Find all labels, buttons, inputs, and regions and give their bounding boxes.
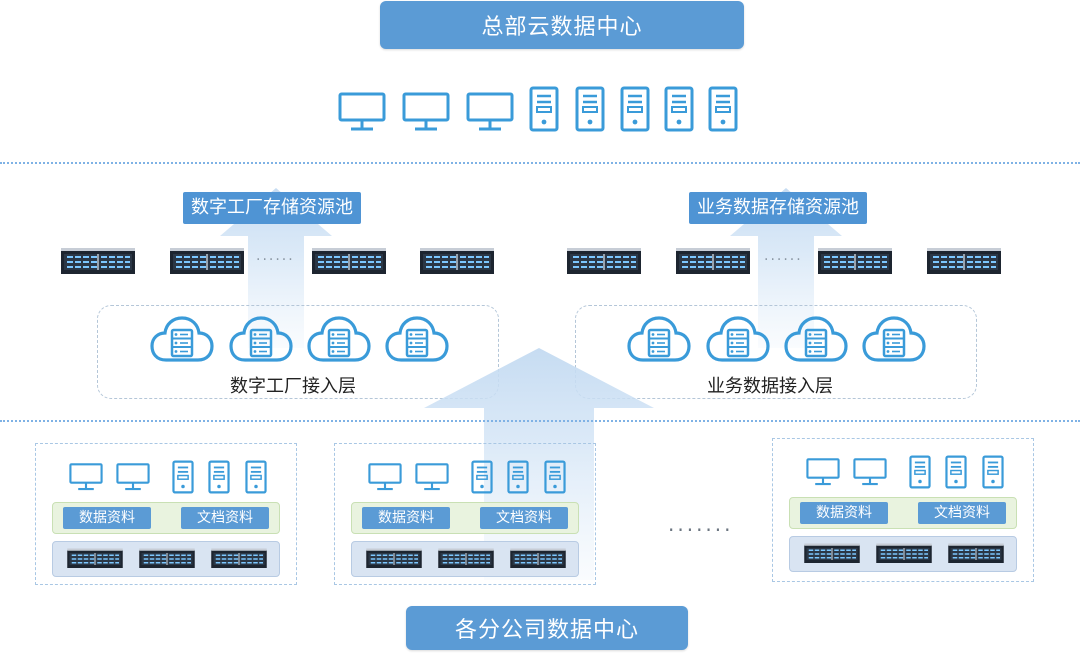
server-tower-icon [529, 86, 559, 132]
server-tower-icon [664, 86, 694, 132]
data-tag: 数据资料 [362, 507, 450, 529]
hq-title: 总部云数据中心 [380, 1, 744, 49]
monitor-icon [402, 92, 450, 132]
server-tower-icon [471, 460, 493, 494]
rack-server-icon [926, 246, 1002, 278]
server-tower-icon [544, 460, 566, 494]
rack-server-icon [419, 246, 495, 278]
access-layer-digital-factory [97, 305, 499, 399]
branch-datacenter-card: 数据资料 文档资料 [334, 443, 596, 585]
rack-server-icon [508, 547, 568, 571]
access-layer-label: 数字工厂接入层 [230, 376, 356, 397]
rack-server-icon [436, 547, 496, 571]
rack-server-icon [566, 246, 642, 278]
rack-server-icon [817, 246, 893, 278]
rack-server-icon [874, 542, 934, 566]
server-tower-icon [575, 86, 605, 132]
server-tower-icon [620, 86, 650, 132]
monitor-icon [368, 462, 402, 492]
server-tower-icon [208, 460, 230, 494]
monitor-icon [853, 457, 887, 487]
data-tag-strip: 数据资料 文档资料 [351, 502, 579, 534]
rack-server-icon [675, 246, 751, 278]
cloud-server-icon [150, 314, 214, 366]
cloud-server-icon [385, 314, 449, 366]
branch-datacenter-card: 数据资料 文档资料 [35, 443, 297, 585]
rack-server-icon [209, 547, 269, 571]
server-tower-icon [507, 460, 529, 494]
cloud-server-icon [229, 314, 293, 366]
flow-arrow [220, 188, 332, 348]
pool-label-digital-factory: 数字工厂存储资源池 [183, 192, 361, 224]
cloud-server-icon [307, 314, 371, 366]
rack-server-icon [137, 547, 197, 571]
server-tower-icon [982, 455, 1004, 489]
rack-strip [52, 541, 280, 577]
monitor-icon [415, 462, 449, 492]
rack-server-icon [946, 542, 1006, 566]
monitor-icon [338, 92, 386, 132]
rack-server-icon [65, 547, 125, 571]
docs-tag: 文档资料 [181, 507, 269, 529]
rack-server-icon [364, 547, 424, 571]
branch-continuation: ······· [668, 518, 734, 542]
branch-datacenter-title: 各分公司数据中心 [406, 606, 688, 650]
pool-label-business-data: 业务数据存储资源池 [689, 192, 867, 224]
cloud-server-icon [706, 314, 770, 366]
server-tower-icon [708, 86, 738, 132]
cloud-server-icon [784, 314, 848, 366]
rack-strip [789, 536, 1017, 572]
rack-server-icon [60, 246, 136, 278]
rack-server-icon [169, 246, 245, 278]
cloud-server-icon [862, 314, 926, 366]
rack-continuation: ······ [256, 252, 295, 268]
rack-server-icon [311, 246, 387, 278]
rack-continuation: ······ [764, 252, 803, 268]
server-tower-icon [172, 460, 194, 494]
monitor-icon [116, 462, 150, 492]
upper-divider [0, 162, 1080, 164]
access-layer-business-data [575, 305, 977, 399]
data-tag: 数据资料 [63, 507, 151, 529]
server-tower-icon [909, 455, 931, 489]
monitor-icon [69, 462, 103, 492]
monitor-icon [466, 92, 514, 132]
rack-server-icon [802, 542, 862, 566]
docs-tag: 文档资料 [480, 507, 568, 529]
docs-tag: 文档资料 [918, 502, 1006, 524]
flow-arrow [730, 188, 842, 348]
lower-divider [0, 420, 1080, 422]
cloud-server-icon [627, 314, 691, 366]
access-layer-label: 业务数据接入层 [707, 376, 833, 397]
data-tag-strip: 数据资料 文档资料 [52, 502, 280, 534]
server-tower-icon [945, 455, 967, 489]
monitor-icon [806, 457, 840, 487]
branch-datacenter-card: 数据资料 文档资料 [772, 438, 1034, 582]
data-tag-strip: 数据资料 文档资料 [789, 497, 1017, 529]
server-tower-icon [245, 460, 267, 494]
flow-arrow [424, 348, 654, 580]
rack-strip [351, 541, 579, 577]
data-tag: 数据资料 [800, 502, 888, 524]
